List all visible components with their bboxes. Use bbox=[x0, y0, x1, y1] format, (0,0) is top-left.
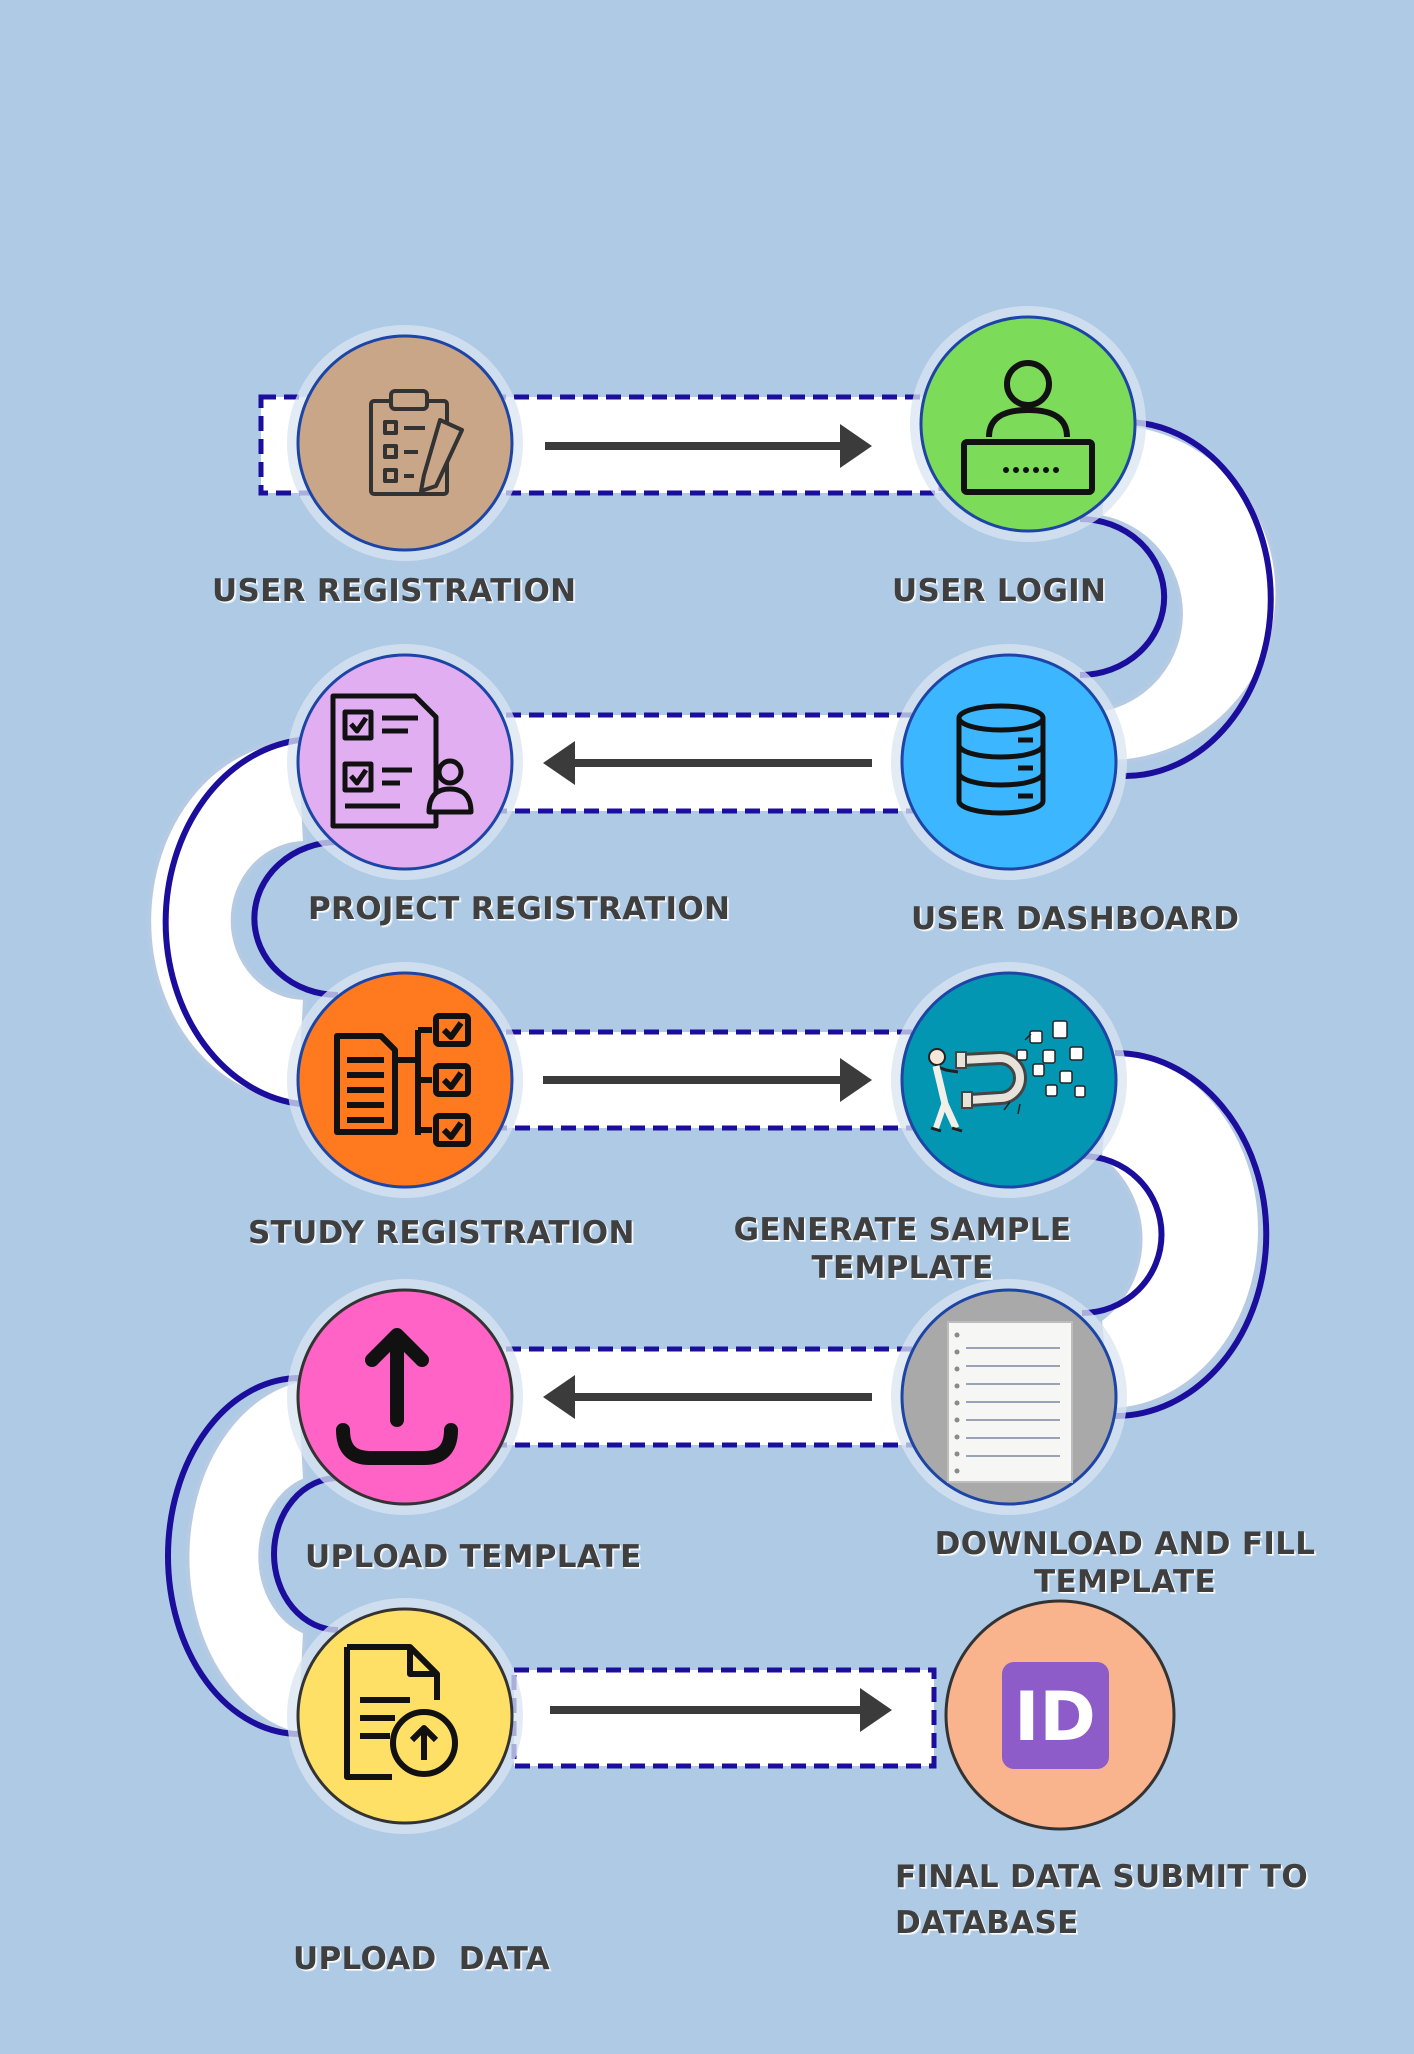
uturn-connector-generate-to-download bbox=[1081, 1047, 1270, 1419]
step-label-download-and-fill-template: DOWNLOAD AND FILL TEMPLATE bbox=[930, 1525, 1320, 1601]
step-label-user-login: USER LOGIN bbox=[892, 572, 1106, 610]
step-label-final-data-submit: FINAL DATA SUBMIT TO DATABASE bbox=[895, 1854, 1308, 1946]
step-label-generate-sample-template: GENERATE SAMPLE TEMPLATE bbox=[700, 1211, 1105, 1287]
step-download-and-fill-template bbox=[891, 1279, 1127, 1515]
step-upload-data bbox=[287, 1598, 523, 1834]
step-label-user-dashboard-text: USER DASHBOARD bbox=[911, 901, 1240, 937]
step-label-user-dashboard: USER DASHBOARD bbox=[911, 900, 1239, 938]
step-label-upload-template: UPLOAD TEMPLATE bbox=[305, 1538, 642, 1576]
step-label-download-and-fill-template-line2: TEMPLATE bbox=[1034, 1564, 1216, 1600]
step-label-upload-data-text: UPLOAD DATA bbox=[293, 1941, 551, 1977]
step-label-generate-sample-template-line1: GENERATE SAMPLE bbox=[733, 1212, 1072, 1248]
step-label-user-registration-text: USER REGISTRATION bbox=[212, 573, 577, 609]
step-label-upload-data: UPLOAD DATA bbox=[293, 1864, 550, 2054]
step-label-project-registration-text: PROJECT REGISTRATION bbox=[308, 891, 731, 927]
step-upload-template bbox=[287, 1279, 523, 1515]
step-label-study-registration-text: STUDY REGISTRATION bbox=[248, 1215, 635, 1251]
svg-text:ID: ID bbox=[1014, 1678, 1096, 1757]
flow-diagram: ID USER REGISTRATION USER LOGIN USER DAS… bbox=[147, 306, 1320, 1977]
step-label-study-registration: STUDY REGISTRATION bbox=[248, 1214, 635, 1252]
step-project-registration bbox=[287, 644, 523, 880]
step-user-dashboard bbox=[891, 644, 1127, 880]
connector-dashboard-to-project bbox=[457, 712, 933, 814]
step-label-download-and-fill-template-line1: DOWNLOAD AND FILL bbox=[934, 1526, 1316, 1562]
database-icon bbox=[956, 703, 1046, 816]
step-label-final-data-submit-line2: DATABASE bbox=[895, 1905, 1079, 1941]
document-upload-icon bbox=[344, 1644, 458, 1780]
step-label-generate-sample-template-line2: TEMPLATE bbox=[811, 1250, 994, 1286]
password-dots bbox=[1003, 467, 1059, 473]
step-label-upload-template-text: UPLOAD TEMPLATE bbox=[305, 1539, 642, 1575]
step-label-final-data-submit-line1: FINAL DATA SUBMIT TO bbox=[895, 1859, 1308, 1895]
step-study-registration bbox=[287, 962, 523, 1198]
uturn-connector-login-to-dashboard bbox=[1079, 419, 1280, 779]
step-label-project-registration: PROJECT REGISTRATION bbox=[308, 890, 730, 928]
study-checklist-icon bbox=[334, 1013, 471, 1147]
connector-download-to-upload-template bbox=[457, 1346, 933, 1448]
flow-diagram-canvas: ID bbox=[147, 306, 1280, 1834]
connector-study-to-generate bbox=[457, 1029, 933, 1131]
notepad-icon bbox=[947, 1321, 1073, 1483]
step-label-user-login-text: USER LOGIN bbox=[892, 573, 1107, 609]
project-document-user-icon bbox=[330, 693, 474, 829]
clipboard-checklist-icon bbox=[369, 389, 464, 496]
step-label-user-registration: USER REGISTRATION bbox=[212, 572, 576, 610]
step-user-login bbox=[910, 306, 1146, 542]
step-generate-sample-template bbox=[891, 962, 1127, 1198]
step-user-registration bbox=[287, 325, 523, 561]
id-badge-icon: ID bbox=[1002, 1662, 1109, 1769]
user-login-icon bbox=[961, 360, 1095, 495]
uturn-connector-upload-template-to-upload-data bbox=[165, 1375, 339, 1738]
connector-upload-data-to-final bbox=[511, 1667, 937, 1769]
uturn-connector-project-to-study bbox=[147, 737, 339, 1107]
magnet-person-illustration-icon bbox=[928, 1020, 1086, 1133]
upload-arrow-icon bbox=[336, 1328, 458, 1465]
step-final-data-submit: ID bbox=[944, 1599, 1176, 1831]
